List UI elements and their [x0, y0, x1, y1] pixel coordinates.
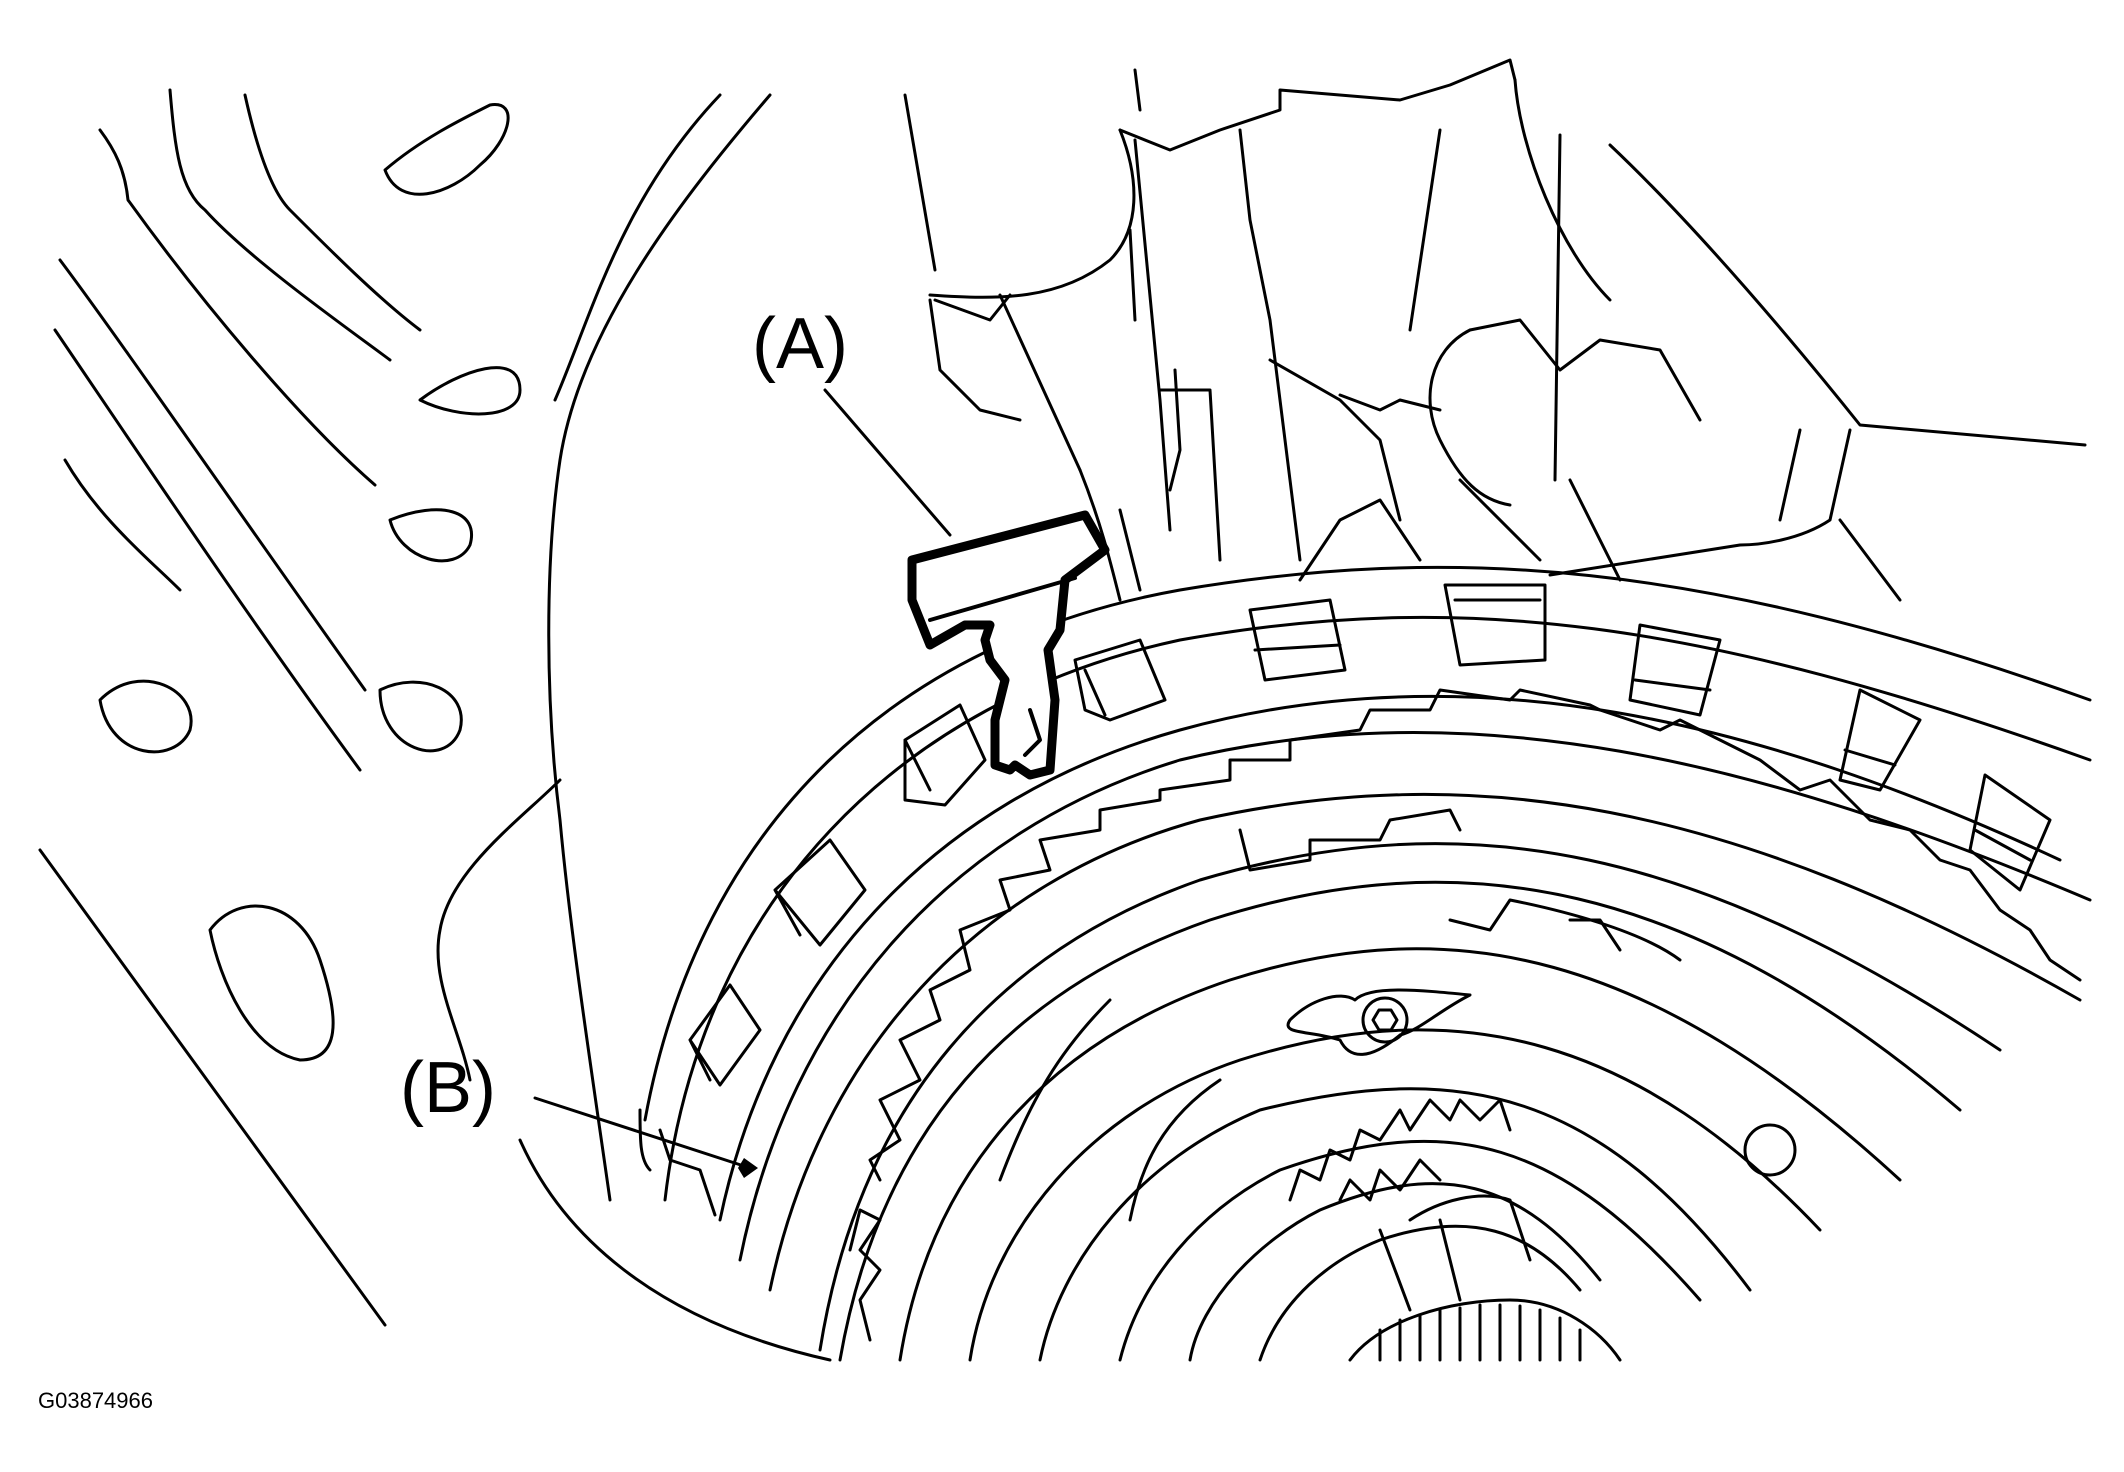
callout-b: (B)	[400, 1048, 758, 1178]
callout-a: (A)	[752, 304, 952, 537]
slot-hole	[418, 366, 522, 416]
part-b-ring-edge	[638, 1108, 717, 1217]
clutch-drum	[643, 565, 2092, 1362]
shaft-splines	[1378, 1303, 1582, 1362]
left-case-panel	[38, 88, 832, 1362]
figure-code: G03874966	[38, 1388, 153, 1413]
callout-b-label: (B)	[400, 1048, 496, 1128]
slot-hole	[383, 103, 510, 196]
slot-hole	[208, 904, 335, 1062]
ring-lugs	[688, 583, 2052, 1087]
callout-b-arrowhead	[738, 1158, 758, 1178]
callout-a-label: (A)	[752, 304, 848, 384]
slot-hole	[378, 680, 463, 753]
slot-hole	[388, 508, 473, 563]
hex-nut-lug	[1286, 988, 1472, 1056]
part-a-clip	[907, 510, 1110, 780]
hole	[1743, 1123, 1797, 1177]
slot-hole	[98, 679, 193, 754]
